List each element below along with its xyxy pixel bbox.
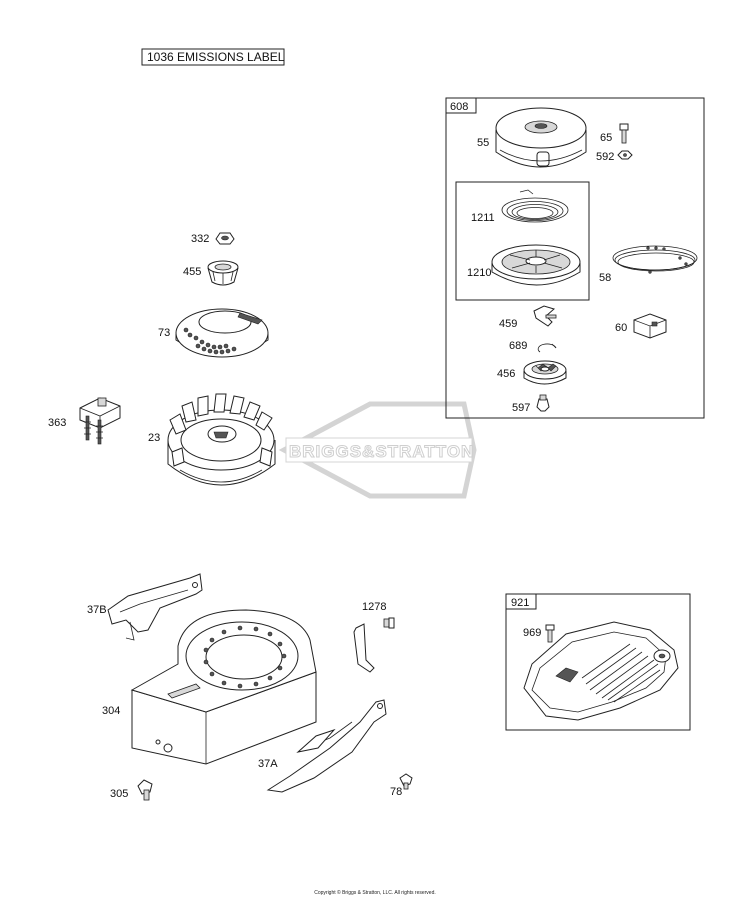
flywheel-drawing [167, 393, 276, 486]
label-65: 65 [600, 132, 612, 144]
starter-rope-drawing [612, 245, 698, 274]
label-1210: 1210 [467, 267, 491, 279]
retainer-drawing [537, 343, 557, 353]
emissions-label-text: 1036 EMISSIONS LABEL [147, 50, 285, 64]
rotating-screen-drawing [175, 308, 269, 358]
cover-screw-969-drawing [545, 624, 555, 643]
label-592: 592 [596, 151, 614, 163]
flywheel-cover-drawing [523, 621, 679, 721]
bolt-597-drawing [536, 394, 550, 412]
label-1278: 1278 [362, 601, 386, 613]
label-459: 459 [499, 318, 517, 330]
label-58: 58 [599, 272, 611, 284]
label-78: 78 [390, 786, 402, 798]
label-363: 363 [48, 417, 66, 429]
rewind-starter-group: 608 55 65 592 [445, 97, 705, 419]
label-37b: 37B [87, 604, 107, 616]
label-60: 60 [615, 322, 627, 334]
screw-65-drawing [619, 123, 629, 144]
screw-305-drawing [137, 779, 153, 801]
air-guide-37b-drawing [107, 573, 203, 641]
label-37a: 37A [258, 758, 278, 770]
starter-cup-drawing [207, 260, 239, 286]
flywheel-cover-box-label: 921 [511, 597, 529, 609]
label-969: 969 [523, 627, 541, 639]
label-55: 55 [477, 137, 489, 149]
label-73: 73 [158, 327, 170, 339]
label-1211: 1211 [471, 212, 495, 224]
flywheel-cover-group: 921 969 [505, 593, 691, 731]
watermark-text: BRIGGS&STRATTON [289, 442, 474, 461]
starter-handle-drawing [633, 313, 667, 339]
label-305: 305 [110, 788, 128, 800]
label-456: 456 [497, 368, 515, 380]
ratchet-drawing [523, 360, 567, 385]
label-689: 689 [509, 340, 527, 352]
nut-592-drawing [617, 150, 633, 160]
emissions-label-box: 1036 EMISSIONS LABEL [141, 48, 285, 66]
recoil-spring-drawing [501, 189, 569, 223]
label-332: 332 [191, 233, 209, 245]
copyright-notice: Copyright © Briggs & Stratton, LLC. All … [314, 890, 436, 896]
bracket-1278-drawing [353, 617, 395, 673]
nut-332-drawing [215, 232, 235, 245]
blower-housing-drawing [130, 609, 317, 765]
label-455: 455 [183, 266, 201, 278]
pulley-drawing [491, 244, 581, 286]
rewind-starter-box-label: 608 [450, 101, 468, 113]
starter-housing-drawing [495, 107, 587, 168]
air-guide-37a-drawing [266, 699, 387, 793]
pawl-drawing [533, 305, 557, 327]
armature-drawing [79, 397, 121, 445]
brand-watermark: BRIGGS&STRATTON [278, 401, 477, 499]
label-23: 23 [148, 432, 160, 444]
label-304: 304 [102, 705, 120, 717]
label-597: 597 [512, 402, 530, 414]
screw-78-drawing [399, 773, 413, 790]
